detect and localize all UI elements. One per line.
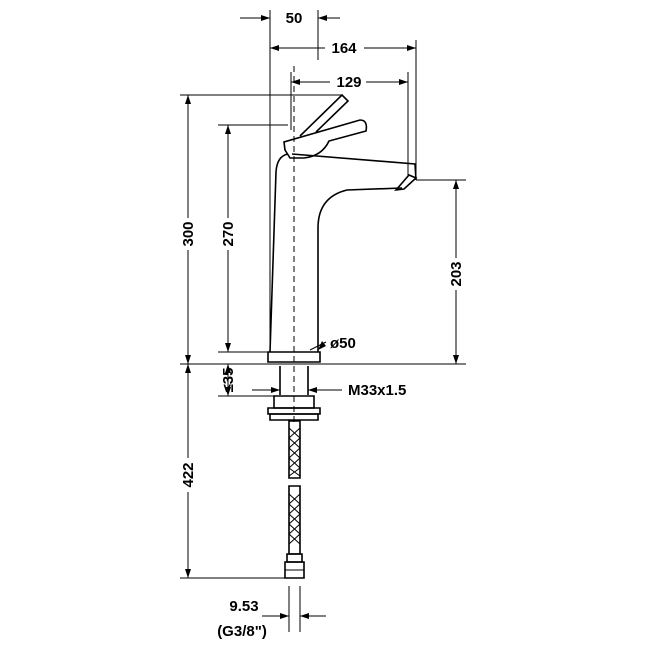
dimension-label-spout-height: 203 xyxy=(448,261,465,286)
dimension-spout-height: 203 xyxy=(416,179,466,364)
dimension-label-max-deck: ≤35 xyxy=(220,368,237,393)
dimension-label-hose-length: 422 xyxy=(180,462,197,487)
dimension-label-overall-length: 164 xyxy=(331,40,357,57)
dimension-label-hose-thread: (G3/8") xyxy=(217,623,267,640)
dimension-label-hose-diameter: 9.53 xyxy=(229,598,258,615)
dimension-overall-length: 164 xyxy=(270,40,417,178)
dimension-thread: M33x1.5 xyxy=(252,382,406,399)
dimension-label-base-diameter: ø50 xyxy=(330,335,356,352)
dimension-max-deck: ≤35 xyxy=(218,364,274,397)
dimension-body-height: 270 xyxy=(218,124,288,353)
dimension-total-height: 300 xyxy=(180,94,342,364)
dimension-hose-length: 422 xyxy=(180,364,285,579)
dimension-label-top-width: 50 xyxy=(286,10,303,27)
dimension-label-thread: M33x1.5 xyxy=(348,382,406,399)
dimension-spout-reach: 129 xyxy=(290,72,409,176)
dimension-base-diameter: ø50 xyxy=(309,335,356,352)
dimension-label-spout-reach: 129 xyxy=(336,74,361,91)
dimension-label-total-height: 300 xyxy=(180,221,197,246)
dimension-hose-diameter: 9.53 (G3/8") xyxy=(217,586,326,640)
flex-hose-drawing xyxy=(284,420,305,579)
faucet-drawing xyxy=(267,66,418,424)
dimension-top-width: 50 xyxy=(240,10,340,350)
dimension-label-body-height: 270 xyxy=(220,221,237,246)
